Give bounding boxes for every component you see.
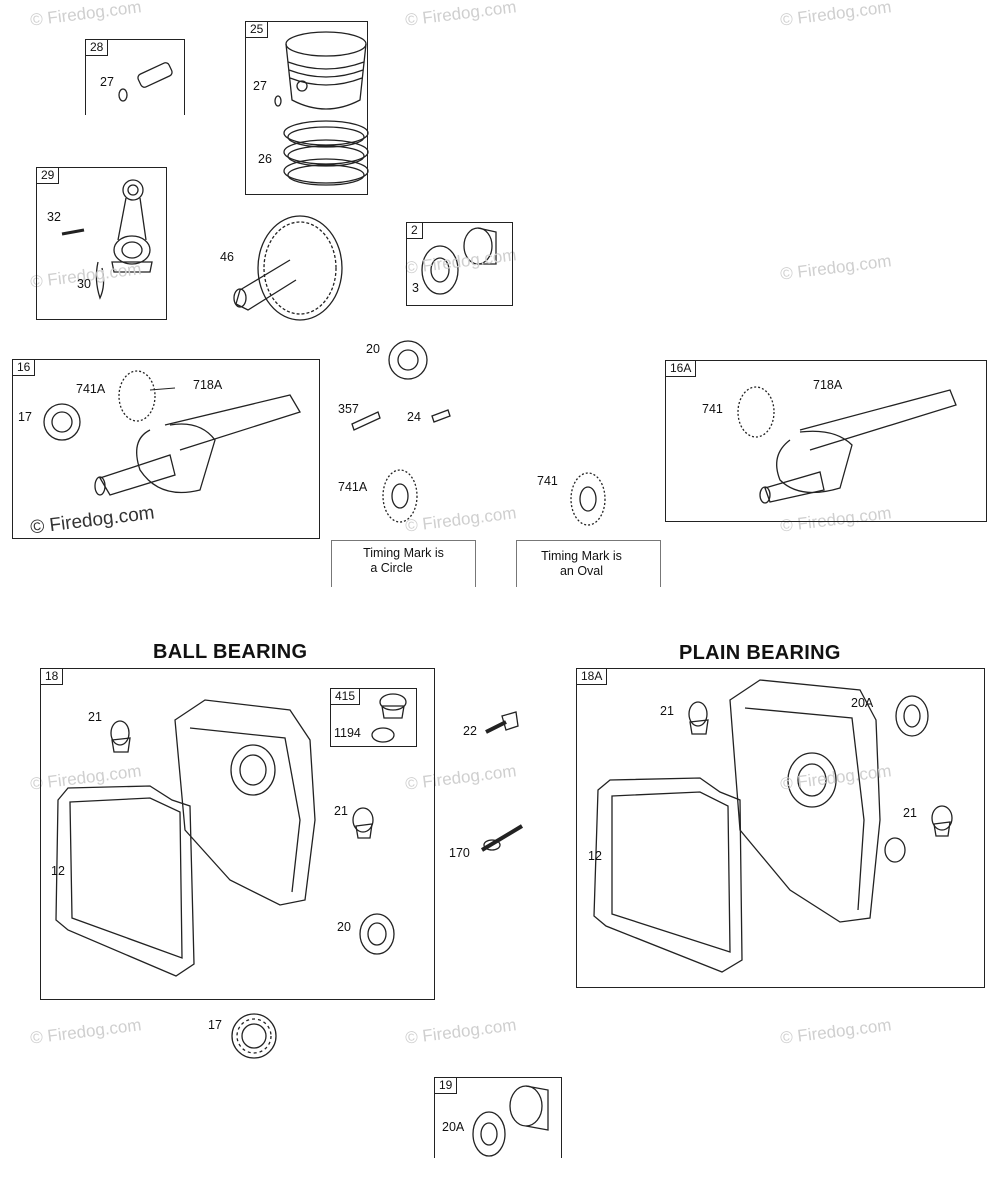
bolts-drawing (480, 711, 524, 852)
part-label: 12 (588, 849, 602, 863)
heading-plain-bearing: PLAIN BEARING (679, 642, 841, 664)
part-label: 24 (407, 410, 421, 424)
part-label: 741 (537, 474, 558, 488)
box-18: 18 (40, 668, 435, 1000)
box-28-tag: 28 (86, 40, 109, 56)
note-circle-line2: a Circle (370, 561, 413, 575)
box-18a-tag: 18A (577, 669, 608, 685)
part-label: 21 (334, 804, 348, 818)
box-2-tag: 2 (407, 223, 423, 239)
part-label: 741A (338, 480, 368, 494)
piston-pin-drawing (118, 62, 173, 102)
part-label: 21 (660, 704, 674, 718)
part-label: 20A (442, 1120, 465, 1134)
part-label: 17 (208, 1018, 222, 1032)
part-label: 12 (51, 864, 65, 878)
part-label: 20 (366, 342, 380, 356)
part-label: 46 (220, 250, 234, 264)
box-415: 415 (330, 688, 417, 747)
box-19: 19 (434, 1077, 562, 1158)
part-label: 32 (47, 210, 61, 224)
part-label: 22 (463, 724, 477, 738)
connecting-rod-drawing (61, 179, 153, 300)
part-label: 21 (903, 806, 917, 820)
box-19-tag: 19 (435, 1078, 458, 1094)
part-label: 27 (100, 75, 114, 89)
box-16a: 16A (665, 360, 987, 522)
box-16: 16 (12, 359, 320, 539)
sump-plain-drawing (593, 679, 953, 973)
camshaft-drawing (233, 215, 343, 321)
box-415-tag: 415 (331, 689, 361, 705)
box-29: 29 (36, 167, 167, 320)
crankshaft-drawing (43, 370, 301, 496)
part-label: 20A (851, 696, 874, 710)
part-label: 741A (76, 382, 106, 396)
bearing-sleeve-drawing (421, 227, 497, 295)
box-2: 2 (406, 222, 513, 306)
box-16a-tag: 16A (666, 361, 697, 377)
part-label: 27 (253, 79, 267, 93)
part-label: 357 (338, 402, 359, 416)
box-25: 25 (245, 21, 368, 195)
note-timing-oval: Timing Mark is an Oval (516, 540, 661, 587)
heading-ball-bearing: BALL BEARING (153, 641, 308, 663)
part-label: 21 (88, 710, 102, 724)
box-29-tag: 29 (37, 168, 60, 184)
box-18a: 18A (576, 668, 985, 988)
bearing-19-drawing (472, 1085, 549, 1157)
box-25-tag: 25 (246, 22, 269, 38)
note-timing-circle: Timing Mark is a Circle (331, 540, 476, 587)
box-16-tag: 16 (13, 360, 36, 376)
part-label: 17 (18, 410, 32, 424)
note-oval-line2: an Oval (559, 564, 604, 578)
box-28: 28 (85, 39, 185, 115)
part-label: 718A (193, 378, 223, 392)
part-label: 3 (412, 281, 419, 295)
note-circle-line1: Timing Mark is (363, 546, 444, 560)
ball-bearing-drawing (231, 1013, 277, 1059)
part-label: 30 (77, 277, 91, 291)
part-label: 26 (258, 152, 272, 166)
small-parts-drawing (351, 340, 606, 526)
part-label: 741 (702, 402, 723, 416)
note-oval-line1: Timing Mark is (541, 549, 622, 563)
part-label: 1194 (334, 726, 361, 740)
box-18-tag: 18 (41, 669, 64, 685)
part-label: 718A (813, 378, 843, 392)
part-label: 170 (449, 846, 470, 860)
part-label: 20 (337, 920, 351, 934)
piston-drawing (274, 31, 369, 186)
crankshaft-plain-drawing (737, 386, 957, 504)
sump-drawing (55, 693, 407, 977)
